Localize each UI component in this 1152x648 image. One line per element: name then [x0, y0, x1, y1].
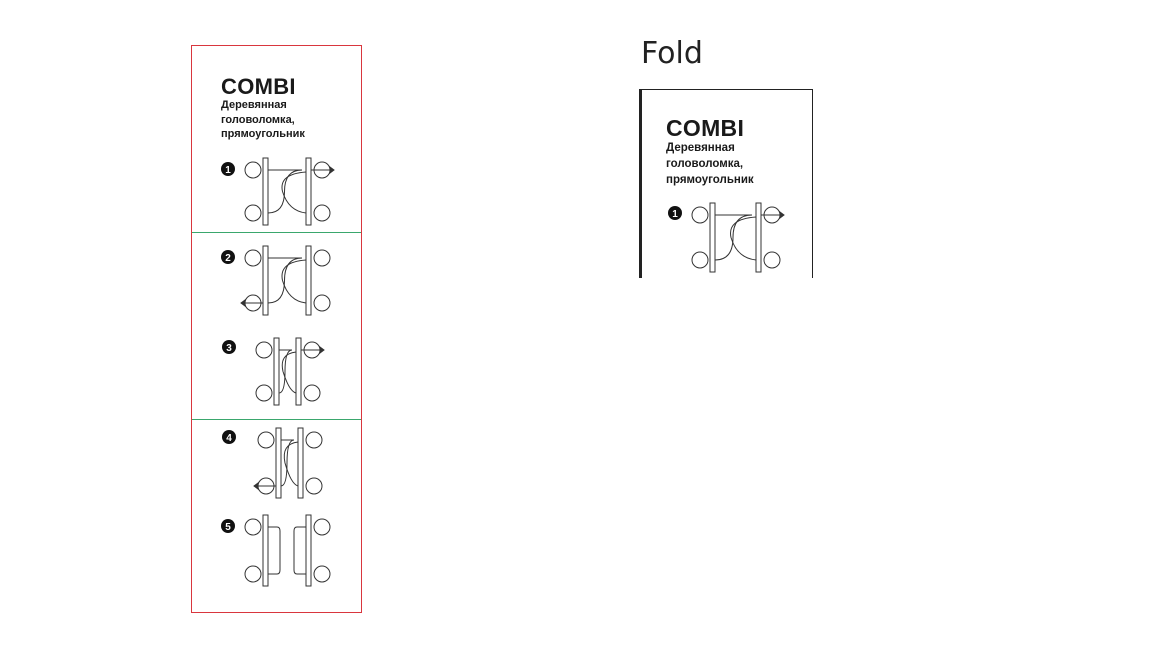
badge-circle — [221, 250, 235, 264]
subtitle-line: Деревянная — [666, 142, 735, 154]
ball — [244, 565, 262, 583]
badge-circle — [221, 519, 235, 533]
ball — [691, 251, 709, 269]
ball — [313, 565, 331, 583]
step-number-badge: 5 — [221, 519, 235, 533]
right-bar — [297, 427, 304, 499]
right-bar — [295, 337, 302, 406]
card-title: COMBI — [221, 74, 296, 99]
left-bar — [275, 427, 282, 499]
left-bar — [262, 514, 269, 587]
step-number: 5 — [225, 522, 231, 533]
ball — [255, 341, 273, 359]
rope — [267, 169, 303, 214]
step-number-badge: 4 — [222, 430, 236, 444]
right-bar — [305, 157, 312, 226]
rope — [267, 257, 303, 304]
badge-circle — [668, 206, 682, 220]
card-subtitle: Деревянная головоломка, прямоугольник — [221, 98, 305, 142]
rope-left — [268, 526, 281, 575]
subtitle-line: головоломка, — [221, 113, 295, 126]
step-number-badge: 1 — [221, 162, 235, 176]
badge-circle — [221, 162, 235, 176]
step-number: 1 — [225, 165, 231, 176]
ball — [257, 431, 275, 449]
ball — [305, 477, 323, 495]
ball — [303, 384, 321, 402]
ball — [691, 206, 709, 224]
left-bar — [262, 245, 269, 316]
fold-preview-frame — [639, 89, 813, 278]
arrow-left-icon — [240, 299, 246, 307]
instruction-card — [191, 45, 362, 613]
rope — [281, 171, 307, 214]
arrow-left-icon — [253, 482, 259, 490]
fold-line-1 — [192, 232, 361, 233]
ball — [244, 249, 262, 267]
rope — [278, 349, 293, 394]
badge-circle — [222, 340, 236, 354]
subtitle-line: прямоугольник — [221, 128, 305, 140]
left-bar — [262, 157, 269, 226]
ball — [313, 204, 331, 222]
puzzle-diagram — [253, 427, 323, 499]
arrow-right-icon — [329, 166, 335, 174]
ball — [313, 518, 331, 536]
puzzle-diagram — [244, 514, 331, 587]
left-bar — [273, 337, 280, 406]
ball — [763, 251, 781, 269]
right-bar — [755, 202, 762, 273]
fold-subtitle: Деревянная головоломка, прямоугольник — [666, 140, 754, 188]
rope-right — [293, 526, 306, 575]
subtitle-line: прямоугольник — [666, 174, 754, 186]
fold-title: COMBI — [666, 115, 745, 141]
puzzle-diagram — [240, 245, 331, 316]
step-number: 4 — [226, 433, 232, 444]
ball — [313, 294, 331, 312]
step-number-badge: 1 — [668, 206, 682, 220]
arrow-right-icon — [779, 211, 785, 219]
ball — [244, 518, 262, 536]
arrow-right-icon — [319, 346, 325, 354]
fold-line-2 — [192, 419, 361, 420]
step-number-badge: 2 — [221, 250, 235, 264]
step-number-badge: 3 — [222, 340, 236, 354]
right-bar — [305, 514, 312, 587]
subtitle-line: Деревянная — [221, 99, 287, 111]
subtitle-line: головоломка, — [666, 158, 744, 170]
puzzle-diagram — [255, 337, 325, 406]
step-number: 3 — [226, 343, 232, 354]
right-bar — [305, 245, 312, 316]
ball — [305, 431, 323, 449]
rope — [281, 259, 307, 304]
badge-circle — [222, 430, 236, 444]
step-number: 2 — [225, 253, 231, 264]
rope — [280, 439, 295, 487]
ball — [313, 249, 331, 267]
left-bar — [709, 202, 716, 273]
ball — [244, 204, 262, 222]
rope — [281, 351, 297, 394]
rope — [283, 441, 299, 487]
ball — [244, 161, 262, 179]
fold-label: Fold — [641, 36, 703, 71]
ball — [255, 384, 273, 402]
rope — [730, 216, 757, 261]
step-number: 1 — [672, 209, 678, 220]
puzzle-diagram — [244, 157, 335, 226]
rope — [714, 214, 753, 261]
puzzle-diagram — [691, 202, 785, 273]
